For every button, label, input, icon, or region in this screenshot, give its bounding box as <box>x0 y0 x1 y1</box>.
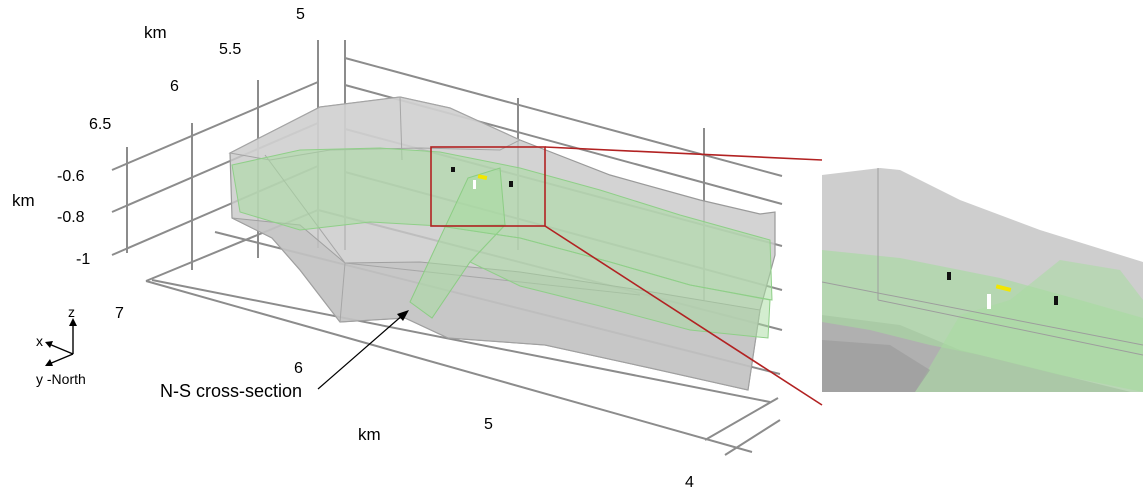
top-axis: km 5 5.5 6 6.5 <box>89 6 305 133</box>
well-markers <box>451 167 513 189</box>
orientation-triad: z x y -North <box>36 304 86 387</box>
annotation-label: N-S cross-section <box>160 381 302 401</box>
annotation-arrow-icon <box>397 310 409 321</box>
inset-marker-dark <box>947 272 951 280</box>
well-marker-white <box>473 180 476 189</box>
zoom-callout <box>430 146 823 406</box>
inset-cross-section <box>915 260 1143 392</box>
triad-x-label: x <box>36 333 43 349</box>
triad-y-label: y -North <box>36 371 86 387</box>
well-marker-dark <box>451 167 455 172</box>
bottom-axis: km 7 6 5 4 <box>115 305 694 491</box>
inset-dark-wedge <box>822 340 930 392</box>
z-axis-unit: km <box>12 191 35 210</box>
zoom-box <box>430 146 546 227</box>
z-axis-tick: -1 <box>76 251 90 268</box>
inset-marker-white <box>987 294 991 309</box>
zoomed-inset <box>822 160 1143 392</box>
top-axis-tick: 5.5 <box>219 41 241 58</box>
bottom-axis-unit: km <box>358 425 381 444</box>
bottom-axis-tick: 7 <box>115 305 124 322</box>
y-arrow-icon <box>45 359 53 366</box>
top-axis-tick: 6 <box>170 78 179 95</box>
top-axis-tick: 6.5 <box>89 116 111 133</box>
x-arrow-icon <box>45 341 53 348</box>
z-axis-tick: -0.6 <box>57 168 85 185</box>
inset-marker-dark <box>1054 296 1058 305</box>
z-arrow-icon <box>69 318 77 326</box>
green-stratigraphic-layer <box>231 147 773 339</box>
triad-z-label: z <box>68 304 75 320</box>
z-axis: km -0.6 -0.8 -1 <box>12 168 90 268</box>
bottom-axis-tick: 6 <box>294 360 303 377</box>
body-front-face <box>231 217 761 391</box>
well-marker-dark <box>509 181 513 187</box>
bottom-axis-tick: 5 <box>484 416 493 433</box>
top-axis-unit: km <box>144 23 167 42</box>
top-axis-tick: 5 <box>296 6 305 23</box>
bottom-axis-tick: 4 <box>685 474 694 491</box>
z-axis-tick: -0.8 <box>57 209 85 226</box>
inset-marker-yellow <box>995 284 1012 292</box>
cross-section-annotation: N-S cross-section <box>160 310 409 401</box>
well-marker-yellow <box>477 174 488 180</box>
